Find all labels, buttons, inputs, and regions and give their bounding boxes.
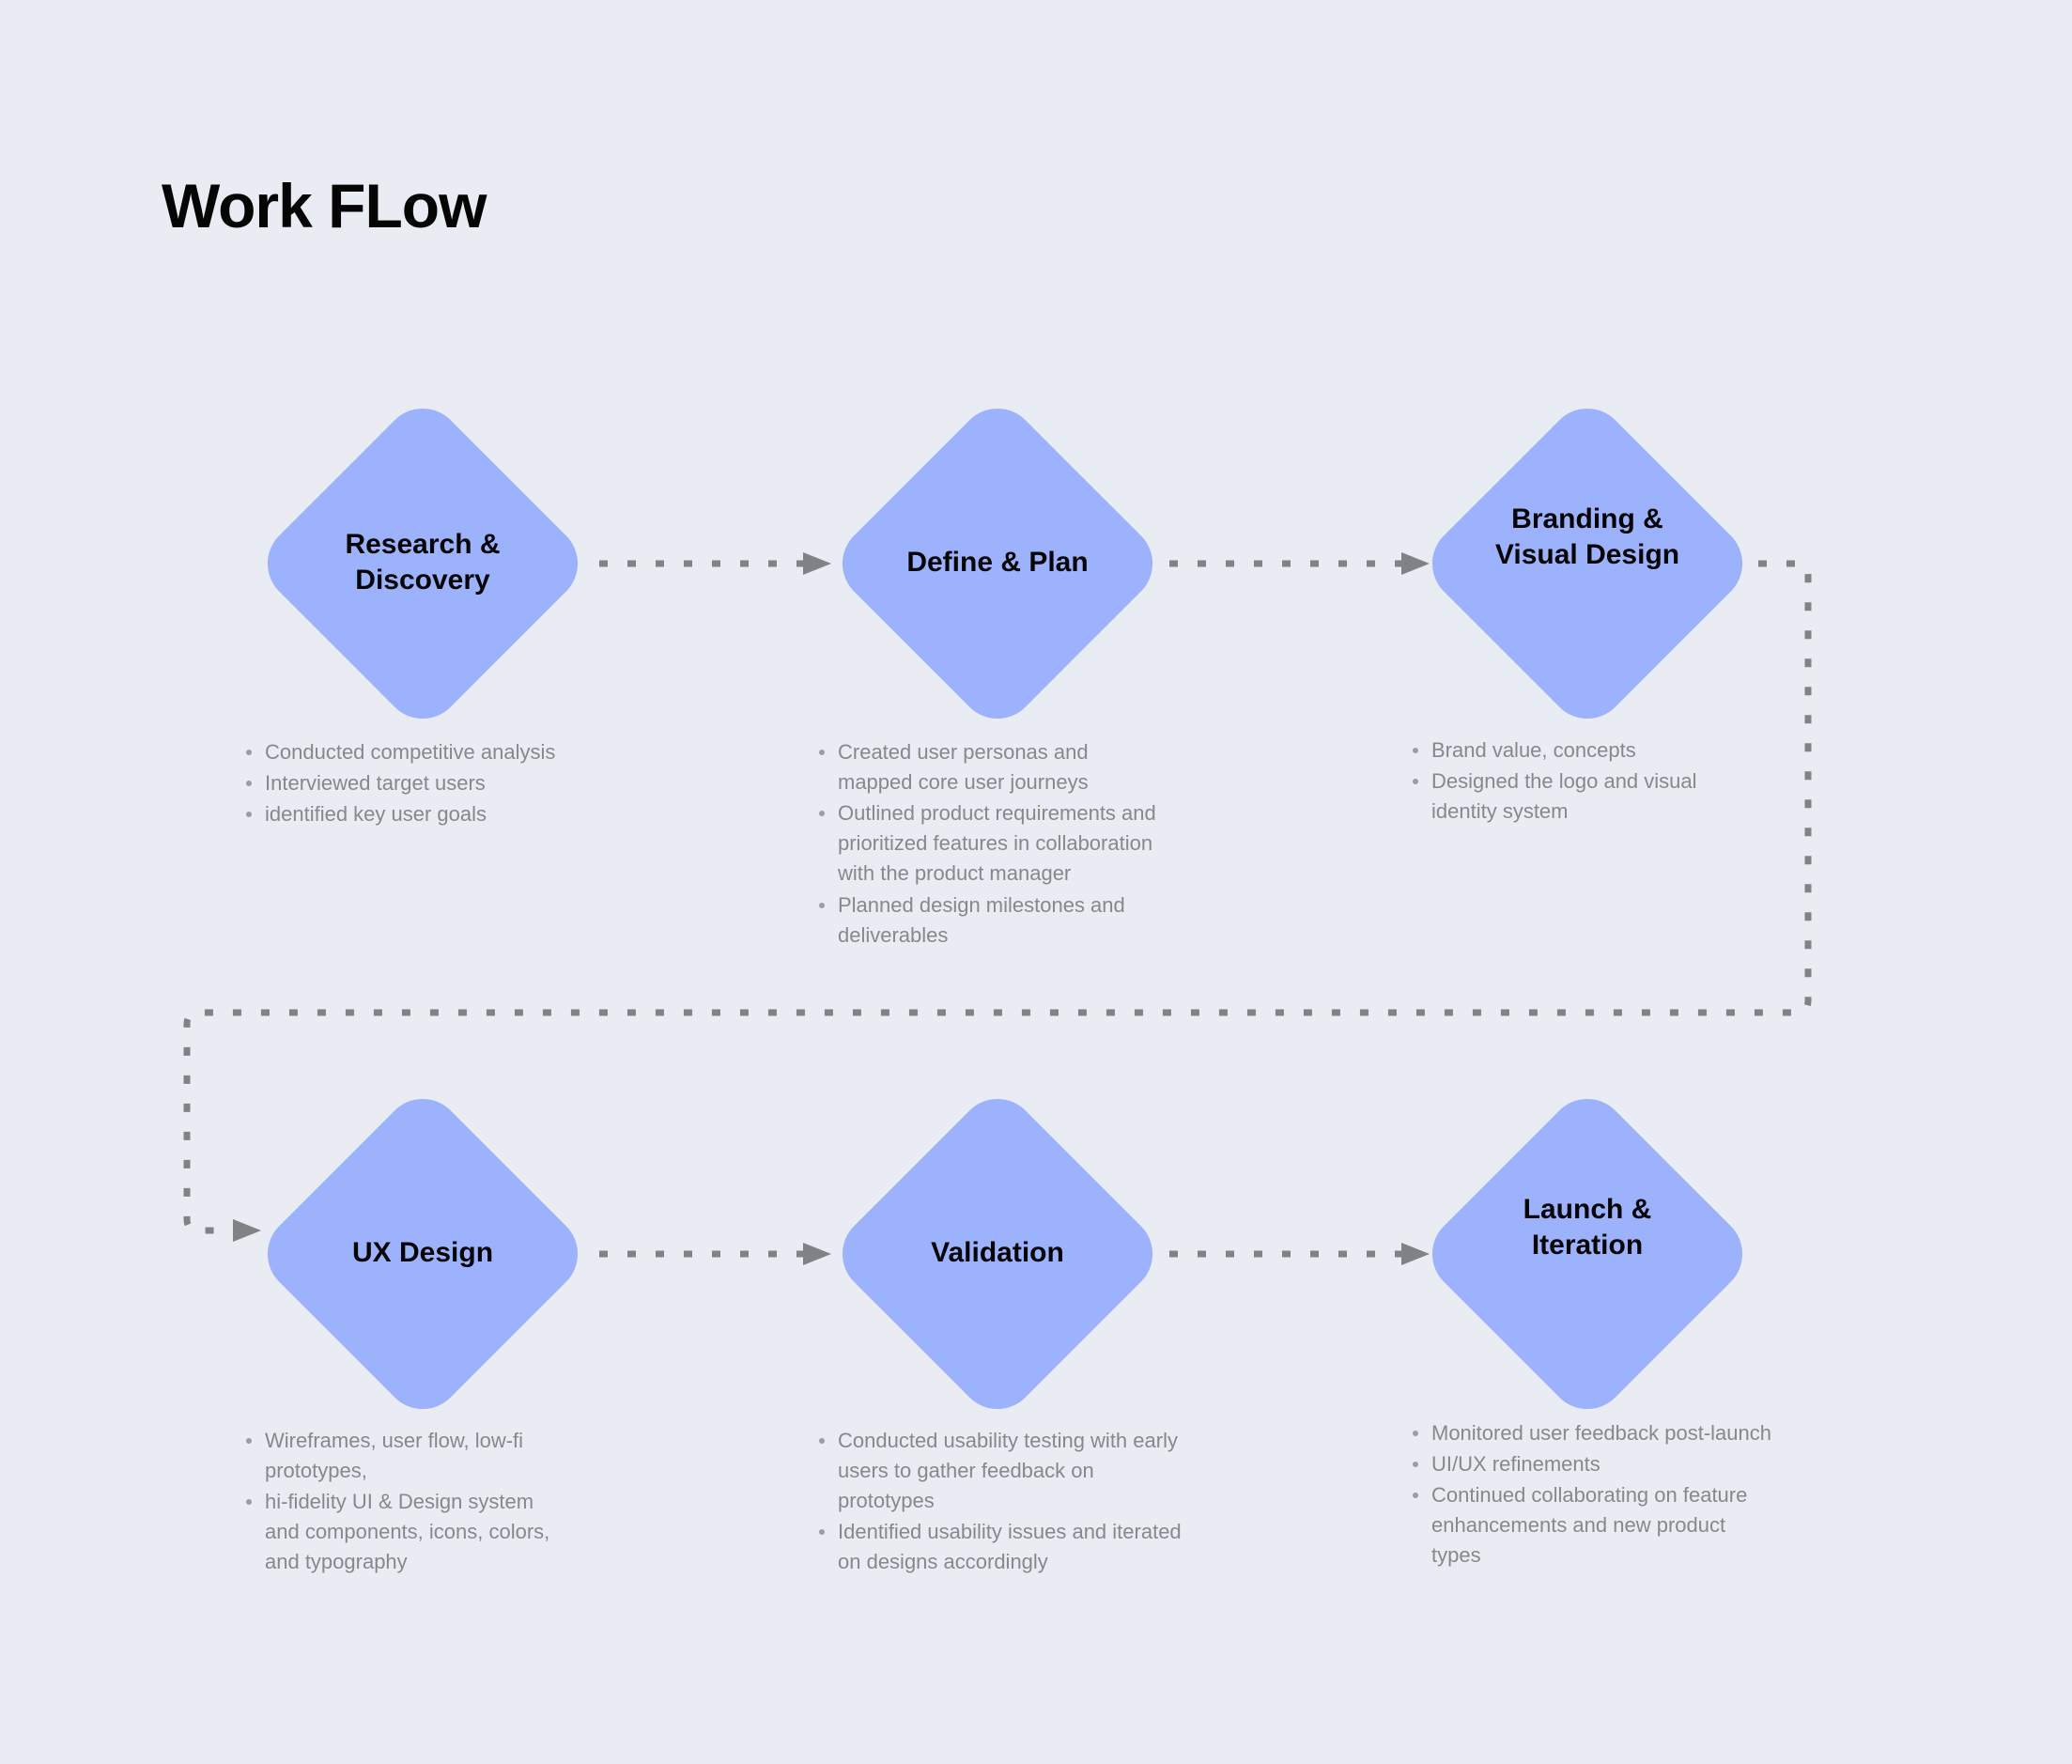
list-item: hi-fidelity UI & Design system and compo… xyxy=(242,1487,573,1577)
node-label: Research & Discovery xyxy=(345,529,501,596)
edge-research-to-define xyxy=(599,552,831,575)
node-bullets-research-discovery: Conducted competitive analysis Interview… xyxy=(242,737,580,830)
list-item: Outlined product requirements and priori… xyxy=(815,798,1161,889)
node-bullets-define-plan: Created user personas and mapped core us… xyxy=(815,737,1161,952)
list-item: Wireframes, user flow, low-fi prototypes… xyxy=(242,1426,573,1486)
node-validation[interactable]: Validation xyxy=(826,1082,1169,1426)
list-item: Identified usability issues and iterated… xyxy=(815,1517,1191,1577)
node-ux-design[interactable]: UX Design xyxy=(251,1082,595,1426)
node-launch-iteration[interactable]: Launch & Iteration xyxy=(1415,1082,1759,1426)
list-item: Conducted usability testing with early u… xyxy=(815,1426,1191,1516)
node-bullets-validation: Conducted usability testing with early u… xyxy=(815,1426,1191,1579)
node-label: Launch & Iteration xyxy=(1523,1194,1652,1261)
list-item: Monitored user feedback post-launch xyxy=(1409,1418,1777,1448)
node-branding-visual-design[interactable]: Branding & Visual Design xyxy=(1415,392,1759,735)
node-research-discovery[interactable]: Research & Discovery xyxy=(251,392,595,735)
list-item: Continued collaborating on feature enhan… xyxy=(1409,1480,1777,1571)
list-item: UI/UX refinements xyxy=(1409,1449,1777,1479)
node-label: Define & Plan xyxy=(906,547,1089,578)
node-label: Validation xyxy=(931,1237,1064,1268)
list-item: Conducted competitive analysis xyxy=(242,737,580,767)
node-bullets-branding-visual-design: Brand value, concepts Designed the logo … xyxy=(1409,735,1719,828)
list-item: Interviewed target users xyxy=(242,768,580,798)
node-label: UX Design xyxy=(351,1237,494,1268)
list-item: identified key user goals xyxy=(242,799,580,829)
list-item: Planned design milestones and deliverabl… xyxy=(815,890,1161,951)
edge-define-to-branding xyxy=(1169,552,1430,575)
node-bullets-ux-design: Wireframes, user flow, low-fi prototypes… xyxy=(242,1426,573,1579)
list-item: Designed the logo and visual identity sy… xyxy=(1409,766,1719,827)
list-item: Created user personas and mapped core us… xyxy=(815,737,1161,797)
edge-ux-design-to-validation xyxy=(599,1243,831,1265)
node-bullets-launch-iteration: Monitored user feedback post-launch UI/U… xyxy=(1409,1418,1777,1572)
node-define-plan[interactable]: Define & Plan xyxy=(826,392,1169,735)
node-label: Branding & Visual Design xyxy=(1494,503,1680,571)
list-item: Brand value, concepts xyxy=(1409,735,1719,766)
edge-validation-to-launch xyxy=(1169,1243,1430,1265)
page-title: Work FLow xyxy=(162,171,487,240)
